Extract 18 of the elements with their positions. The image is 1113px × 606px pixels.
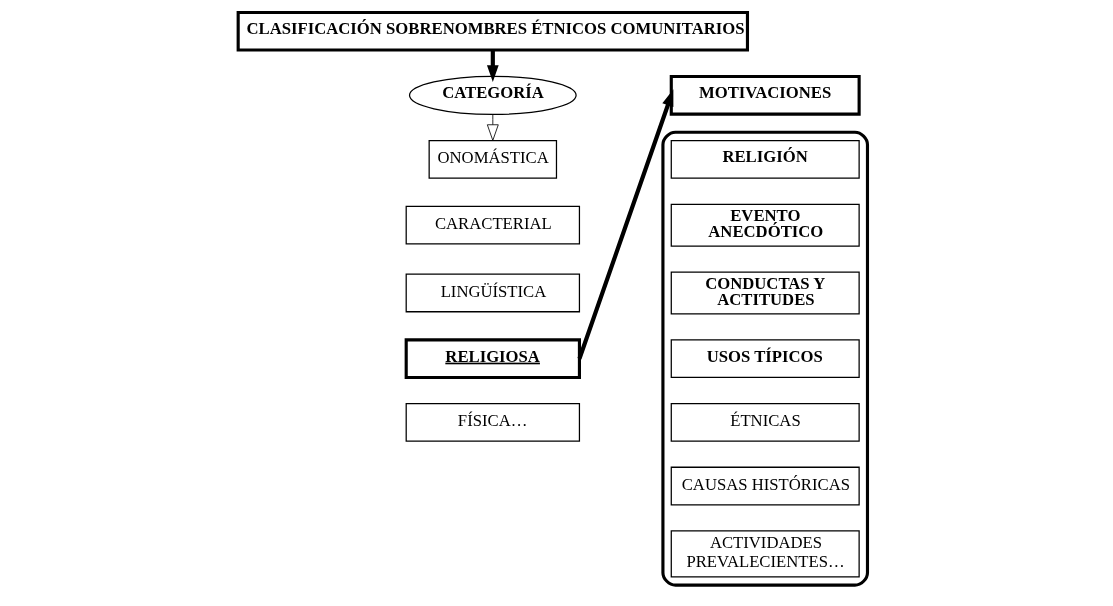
node-box: ÉTNICAS [670,402,860,442]
node-box: LINGÜÍSTICA [405,273,580,313]
node-box: CAUSAS HISTÓRICAS [670,466,860,506]
arrow [576,89,673,360]
node-ellipse: CATEGORÍA [408,75,577,115]
node-box: USOS TÍPICOS [670,339,860,379]
arrow [486,114,499,141]
node-box: CONDUCTAS Y ACTITUDES [670,271,860,315]
node-box: MOTIVACIONES [669,74,861,116]
cluster [660,130,869,587]
node-box: ACTIVIDADES PREVALECIENTES… [670,530,860,578]
node-box: CLASIFICACIÓN SOBRENOMBRES ÉTNICOS COMUNITARIOS [236,10,749,52]
node-box: ONOMÁSTICA [428,139,557,179]
node-box: RELIGIOSA [404,338,581,380]
node-box: RELIGIÓN [670,139,860,179]
node-box: FÍSICA… [405,402,580,442]
node-box: CARACTERIAL [405,205,580,245]
node-box: EVENTO ANECDÓTICO [670,203,860,247]
